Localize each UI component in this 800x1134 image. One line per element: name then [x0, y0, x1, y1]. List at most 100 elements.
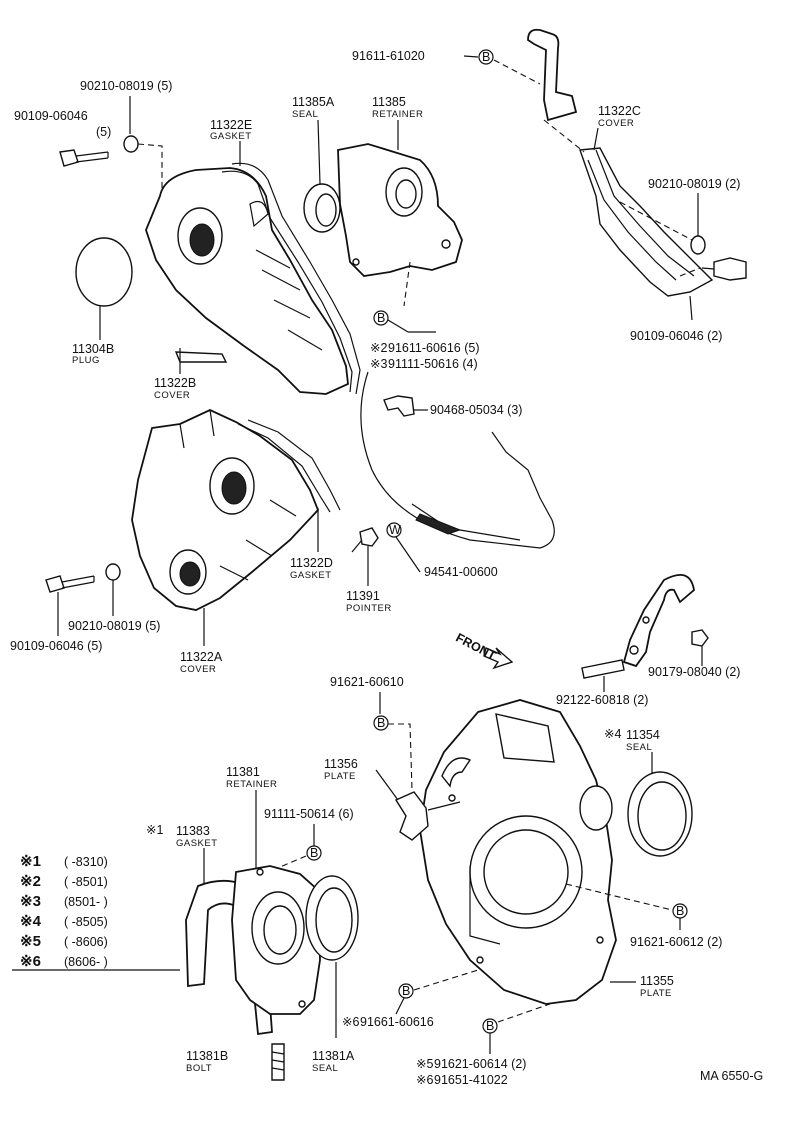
- label-11322e: 11322E: [210, 118, 252, 132]
- label-11322b-name: COVER: [154, 390, 190, 401]
- seal-11385a-drawing: [303, 183, 341, 233]
- label-11304b: 11304B: [72, 342, 114, 356]
- label-90210-08019-b: 90210-08019 (2): [648, 177, 740, 191]
- label-90179-08040: 90179-08040 (2): [648, 665, 740, 679]
- plate-11355-drawing: [419, 699, 617, 1005]
- legend-mark-3: ※3: [20, 893, 41, 910]
- drawing-number: MA 6550-G: [700, 1069, 763, 1083]
- label-11322d: 11322D: [290, 556, 333, 570]
- cover-11322a-drawing: [131, 409, 341, 611]
- label-11381b: 11381B: [186, 1049, 228, 1063]
- legend-mark-1: ※1: [20, 853, 41, 870]
- nut-90179-08040: [691, 629, 709, 647]
- label-90109-06046-a-qty: (5): [96, 125, 111, 139]
- label-11354-name: SEAL: [626, 742, 652, 753]
- washer-90210-08019-c: [105, 563, 121, 581]
- label-11381-name: RETAINER: [226, 779, 277, 790]
- label-11356: 11356: [324, 757, 358, 771]
- label-91111-50614: 91111-50614 (6): [264, 807, 354, 821]
- front-label: FRONT: [454, 631, 499, 664]
- stud-92122-60818: [581, 659, 625, 679]
- label-11322a-name: COVER: [180, 664, 216, 675]
- bubble-b-91111-50614: [306, 845, 322, 861]
- mark-11383: ※1: [146, 823, 163, 837]
- plug-11304b: [75, 237, 133, 307]
- bubble-b-letter: B: [482, 50, 490, 64]
- bubble-b-91611-60616: [373, 310, 389, 326]
- bolt-90109-06046-b: [713, 257, 747, 281]
- bubble-b-91661-60616: [398, 983, 414, 999]
- label-90109-06046-b: 90109-06046 (2): [630, 329, 722, 343]
- mark-91111-50616: ※3: [370, 357, 387, 371]
- bubble-b-letter-7: B: [310, 846, 318, 860]
- label-11383: 11383: [176, 824, 210, 838]
- label-11381: 11381: [226, 765, 260, 779]
- label-11322c-name: COVER: [598, 118, 634, 129]
- legend-mark-4: ※4: [20, 913, 42, 930]
- label-11355: 11355: [640, 974, 674, 988]
- bubble-w-94541-00600: [386, 522, 402, 538]
- label-11322a: 11322A: [180, 650, 223, 664]
- label-91111-50616: 91111-50616 (4): [388, 357, 478, 371]
- label-90468-05034: 90468-05034 (3): [430, 403, 522, 417]
- legend-range-4: ( -8505): [64, 915, 108, 929]
- legend-range-1: ( -8310): [64, 855, 108, 869]
- label-90210-08019-c: 90210-08019 (5): [68, 619, 160, 633]
- label-11322d-name: GASKET: [290, 570, 332, 581]
- legend-mark-5: ※5: [20, 933, 41, 950]
- label-11355-name: PLATE: [640, 988, 672, 999]
- washer-90210-08019-a: [123, 135, 139, 153]
- bubble-w-letter: W: [389, 523, 401, 537]
- mark-91611-60616: ※2: [370, 341, 387, 355]
- bubble-b-91611-61020: [478, 49, 494, 65]
- seal-11381a-drawing: [305, 875, 359, 961]
- label-91621-60612: 91621-60612 (2): [630, 935, 722, 949]
- label-91621-60614: 91621-60614 (2): [434, 1057, 526, 1071]
- label-11385: 11385: [372, 95, 406, 109]
- bolt-90109-06046-c: [45, 575, 65, 593]
- label-11381a-name: SEAL: [312, 1063, 338, 1074]
- legend-mark-2: ※2: [20, 873, 41, 890]
- label-11304b-name: PLUG: [72, 355, 100, 366]
- mark-91651-41022: ※6: [416, 1073, 433, 1087]
- label-91611-60616: 91611-60616 (5): [388, 341, 480, 355]
- retainer-11385-drawing: [337, 143, 463, 277]
- label-11385a: 11385A: [292, 95, 335, 109]
- label-90109-06046-a: 90109-06046: [14, 109, 88, 123]
- label-11356-name: PLATE: [324, 771, 356, 782]
- label-90109-06046-c: 90109-06046 (5): [10, 639, 102, 653]
- cover-11322c-drawing: [527, 28, 714, 297]
- legend-range-6: (8606- ): [64, 955, 108, 969]
- mark-91661-60616: ※6: [342, 1015, 359, 1029]
- bubble-b-letter-5: B: [486, 1019, 494, 1033]
- label-11322e-name: GASKET: [210, 131, 252, 142]
- bolt-90109-06046-a: [59, 149, 79, 167]
- label-92122-60818: 92122-60818 (2): [556, 693, 648, 707]
- label-91621-60610: 91621-60610: [330, 675, 404, 689]
- legend: ※1 ( -8310) ※2 ( -8501) ※3 (8501- ) ※4 (…: [12, 853, 180, 971]
- legend-range-5: ( -8606): [64, 935, 108, 949]
- label-11383-name: GASKET: [176, 838, 218, 849]
- bubble-b-letter-2: B: [377, 311, 385, 325]
- retainer-11381-drawing: [231, 865, 321, 1015]
- mark-11354: ※4: [604, 727, 621, 741]
- mark-91621-60614: ※5: [416, 1057, 433, 1071]
- bubble-b-letter-3: B: [676, 904, 684, 918]
- label-90210-08019-a: 90210-08019 (5): [80, 79, 172, 93]
- label-11354: 11354: [626, 728, 660, 742]
- label-11381b-name: BOLT: [186, 1063, 212, 1074]
- pointer-11391: [359, 527, 379, 547]
- label-11385-name: RETAINER: [372, 109, 423, 120]
- bubble-b-letter-4: B: [402, 984, 410, 998]
- clip-90468-05034: [383, 395, 415, 417]
- label-94541-00600: 94541-00600: [424, 565, 498, 579]
- bracket-drawing: [622, 573, 695, 668]
- label-11322c: 11322C: [598, 104, 641, 118]
- label-11391: 11391: [346, 589, 380, 603]
- bubble-b-letter-6: B: [377, 716, 385, 730]
- cover-11322b-drawing: [145, 162, 361, 395]
- bubble-b-91621-60610: [373, 715, 389, 731]
- legend-range-3: (8501- ): [64, 895, 108, 909]
- label-11385a-name: SEAL: [292, 109, 318, 120]
- label-91611-61020: 91611-61020: [352, 49, 425, 63]
